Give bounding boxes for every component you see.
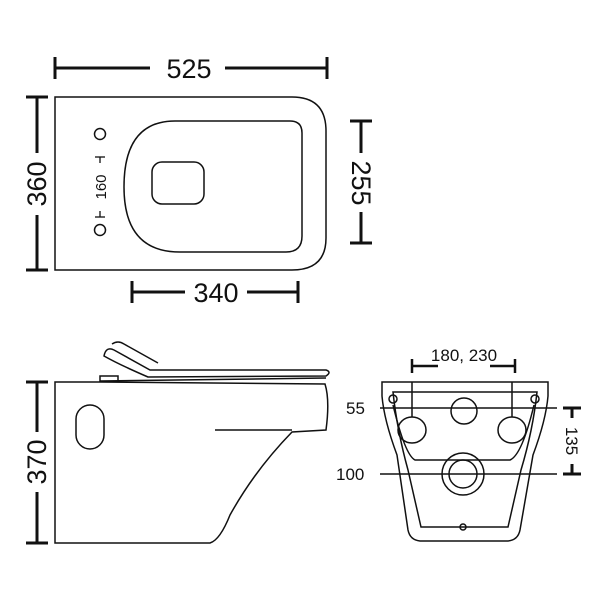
rear-view xyxy=(380,359,581,542)
side-view-lid-inner xyxy=(111,341,159,364)
side-view xyxy=(26,341,330,545)
rear-fixing-hole-right xyxy=(530,394,540,404)
label-bowl-depth: 255 xyxy=(346,160,376,205)
top-view-drain-opening xyxy=(151,161,205,205)
label-overall-depth: 360 xyxy=(22,161,52,206)
dimension-bowl-width xyxy=(130,281,300,303)
top-view xyxy=(26,57,372,303)
rear-slot-right xyxy=(497,416,527,444)
dimension-offset xyxy=(563,406,581,476)
label-overall-width: 525 xyxy=(166,54,211,84)
top-view-body-outline xyxy=(54,96,327,271)
side-view-seat-line xyxy=(99,377,327,382)
label-fixing-spacing: 160 xyxy=(93,174,110,199)
rear-inlet xyxy=(450,397,478,425)
top-view-bowl-outline xyxy=(123,120,303,253)
side-view-seat-lid xyxy=(99,375,119,382)
side-view-lid xyxy=(103,348,330,378)
label-bowl-width: 340 xyxy=(193,278,238,308)
rear-view-outline xyxy=(381,381,549,542)
label-height: 370 xyxy=(22,439,52,484)
label-inlet-diameter: 55 xyxy=(346,399,365,418)
label-fixing-centres: 180, 230 xyxy=(431,346,497,365)
side-view-inlet-slot xyxy=(75,404,105,450)
dimension-overall-width xyxy=(53,57,329,79)
dimension-height xyxy=(26,380,48,545)
dimension-bowl-depth xyxy=(350,119,372,245)
fixing-hole-top xyxy=(93,127,107,141)
dimension-fixing-spacing xyxy=(95,156,105,218)
dimension-fixing-centres xyxy=(410,359,517,373)
fixing-hole-bottom xyxy=(93,223,107,237)
rear-base-hole xyxy=(459,523,467,531)
rear-slot-left xyxy=(397,416,427,444)
rear-fixing-hole-left xyxy=(388,394,398,404)
label-offset: 135 xyxy=(562,427,581,455)
side-view-body-outline xyxy=(54,381,329,544)
label-outlet-diameter: 100 xyxy=(336,465,364,484)
dimension-overall-depth xyxy=(26,95,48,272)
rear-view-waist xyxy=(392,404,535,461)
